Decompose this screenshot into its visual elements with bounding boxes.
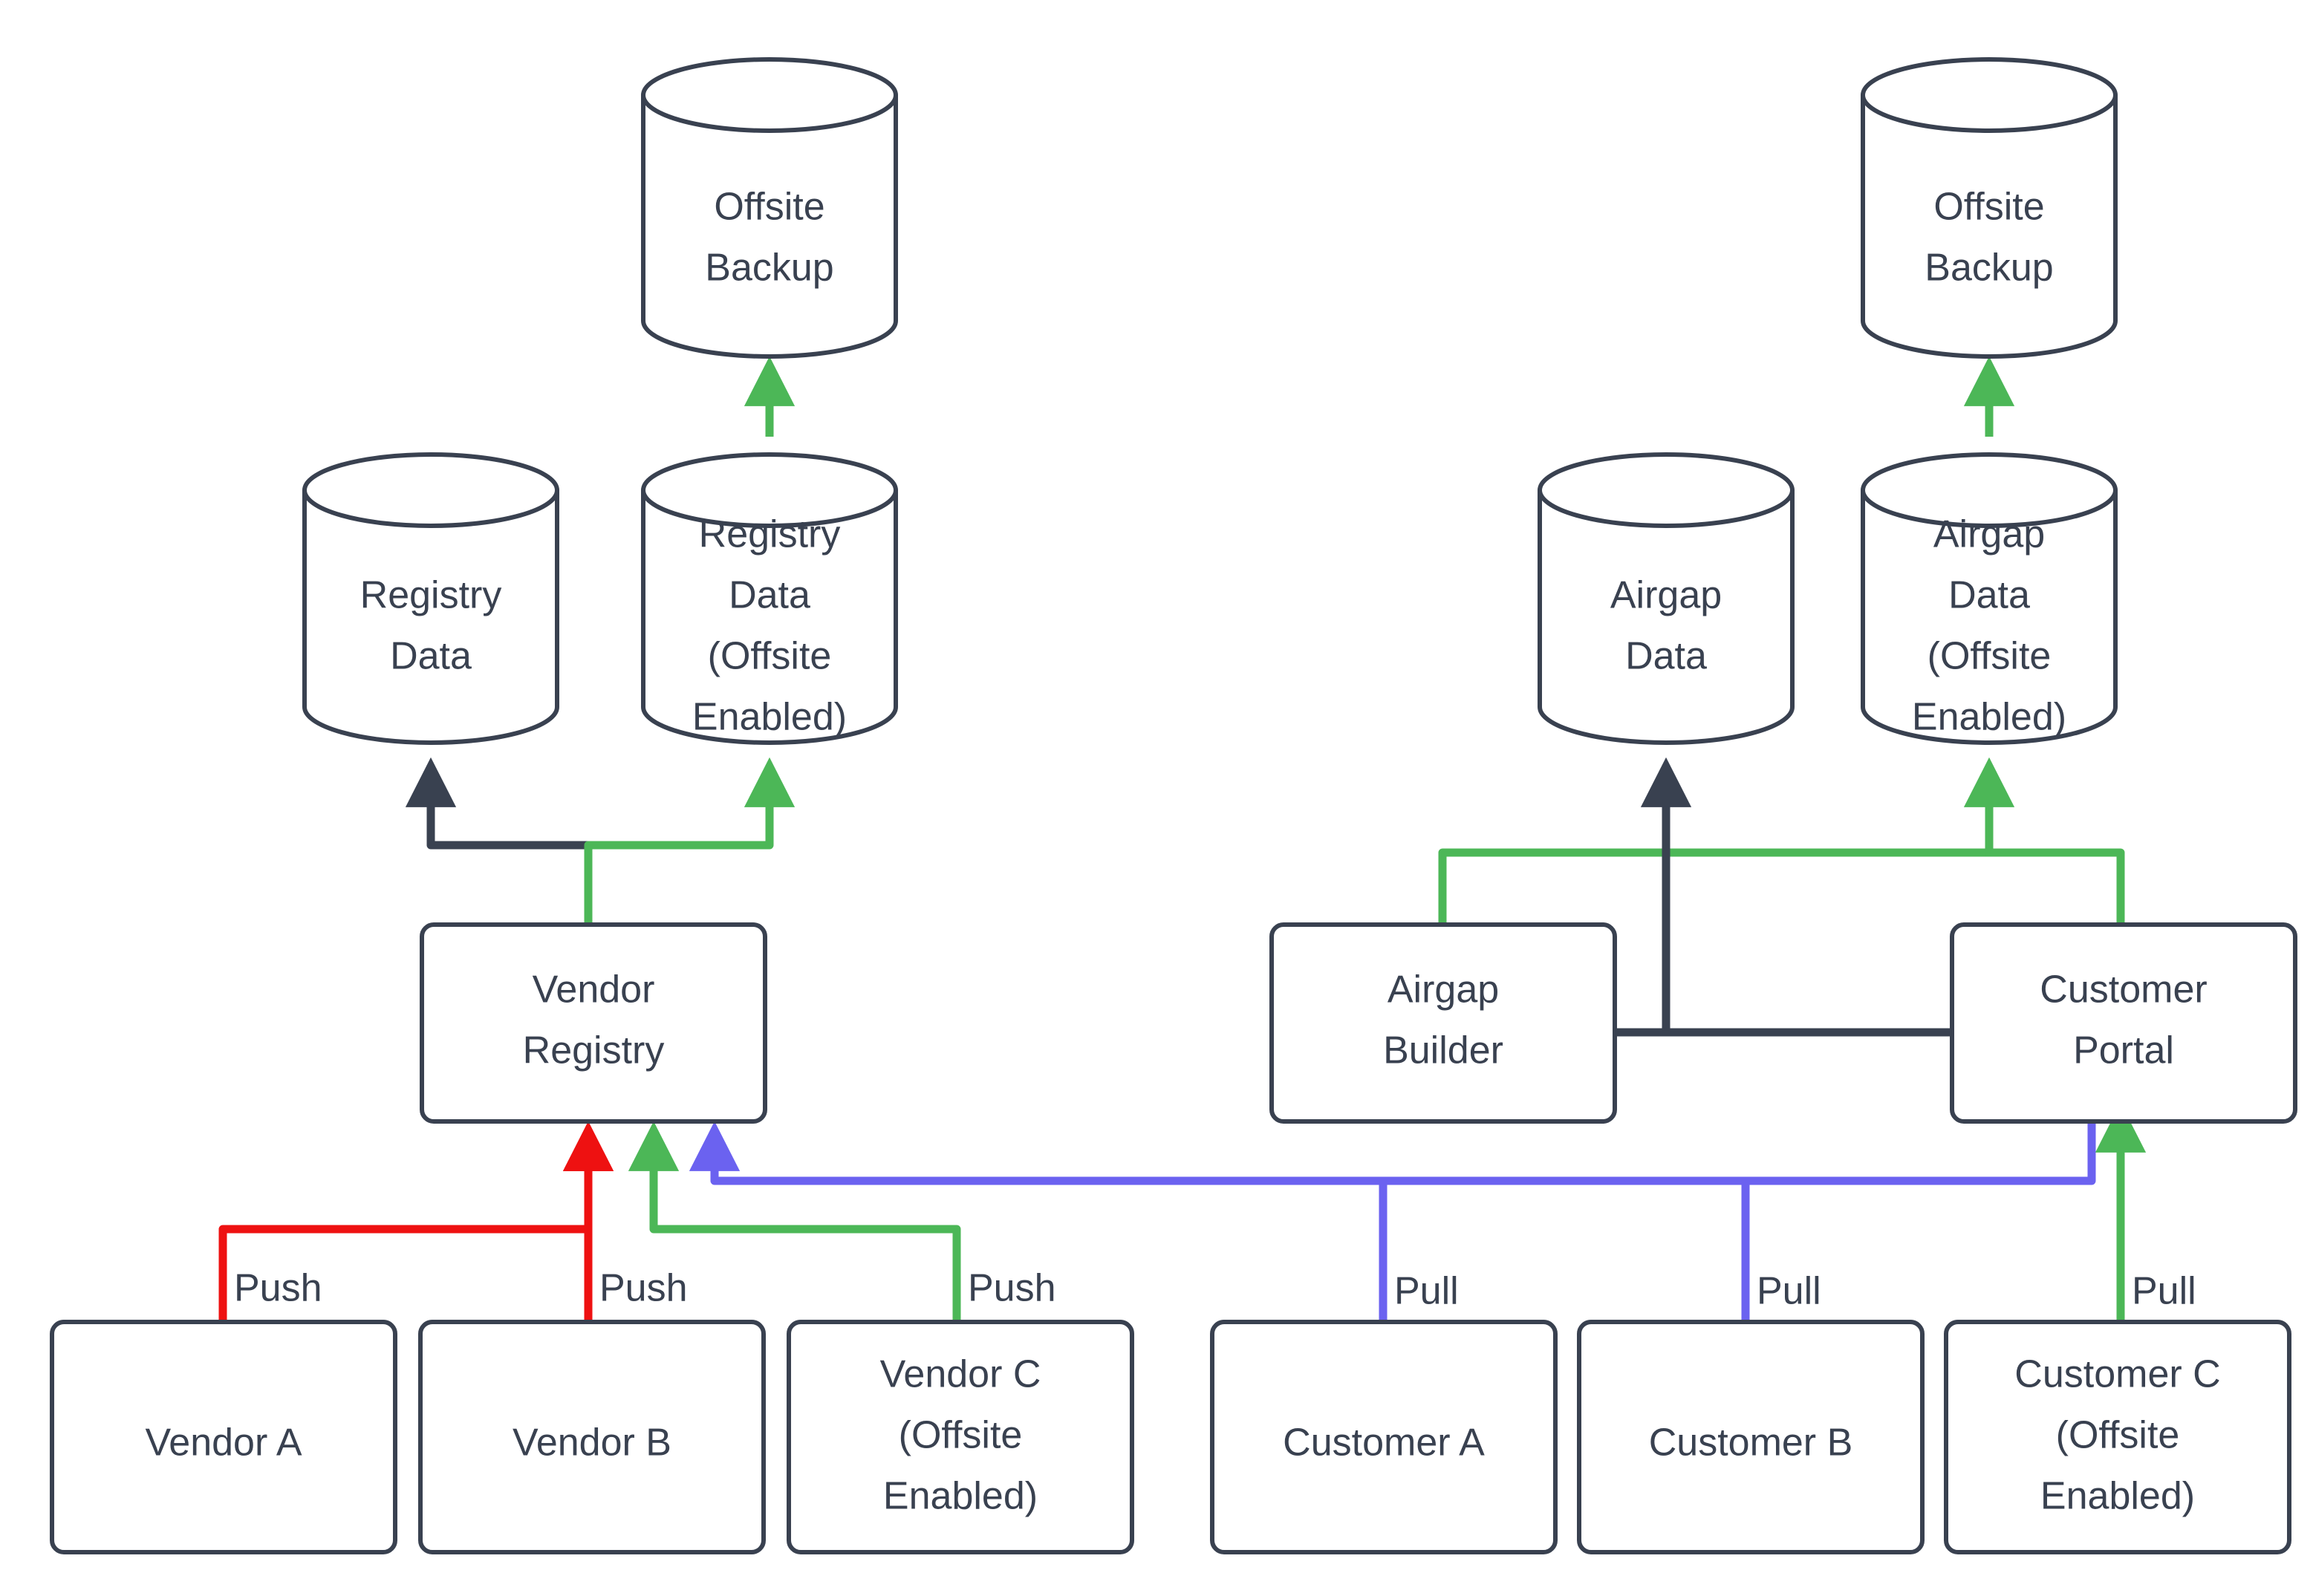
node-customer-portal[interactable]: Customer Portal [1950,922,2297,1124]
edge-label-customer-b-pull: Pull [1757,1270,1821,1313]
customer-b-label: Customer B [1649,1421,1853,1465]
offsite-backup-right-label-2: Backup [1925,247,2053,290]
edge-label-vendor-c-push: Push [968,1267,1056,1310]
edge-labels-layer: Push Push Push Pull Pull Pull [234,1267,2196,1313]
node-vendor-registry[interactable]: Vendor Registry [420,922,767,1124]
vendor-c-label-2: (Offsite [899,1414,1023,1457]
node-vendor-c[interactable]: Vendor C (Offsite Enabled) [787,1320,1134,1554]
registry-data-label-1: Registry [360,574,502,617]
customer-a-label: Customer A [1283,1421,1485,1465]
registry-data-offsite-label-1: Registry [699,513,841,556]
registry-data-label-2: Data [390,635,472,678]
customer-c-label-1: Customer C [2014,1353,2220,1396]
airgap-data-label-1: Airgap [1610,574,1722,617]
edge-vendor-registry-to-registry-data-offsite [584,757,796,925]
edge-customer-portal-to-airgap-data-offsite [1963,757,2125,925]
edge-vendor-registry-to-registry-data [405,757,588,850]
edge-label-vendor-b-push: Push [599,1267,688,1310]
edge-label-customer-c-pull: Pull [2132,1270,2196,1313]
vendor-c-label-3: Enabled) [883,1475,1038,1518]
registry-data-offsite-label-4: Enabled) [692,696,847,739]
registry-data-offsite-label-2: Data [729,574,810,617]
offsite-backup-left-label-2: Backup [705,247,833,290]
edges-layer [218,356,2147,1322]
edge-airgap-builder-to-airgap-data-offsite [1438,848,1989,925]
node-registry-data-offsite[interactable]: Registry Data (Offsite Enabled) [641,452,898,745]
node-airgap-builder[interactable]: Airgap Builder [1269,922,1617,1124]
edge-vendor-c-to-vendor-registry [628,1121,961,1322]
vendor-registry-label-1: Vendor [533,968,655,1012]
node-vendor-b[interactable]: Vendor B [418,1320,766,1554]
customer-portal-label-2: Portal [2073,1029,2174,1072]
node-customer-a[interactable]: Customer A [1210,1320,1558,1554]
edge-customer-portal-to-vendor-registry [689,1121,2096,1185]
node-registry-data[interactable]: Registry Data [302,452,559,745]
offsite-backup-right-label-1: Offsite [1933,186,2044,229]
node-customer-b[interactable]: Customer B [1577,1320,1925,1554]
airgap-builder-label-2: Builder [1383,1029,1503,1072]
node-airgap-data-offsite[interactable]: Airgap Data (Offsite Enabled) [1861,452,2118,745]
vendor-registry-label-2: Registry [523,1029,665,1072]
vendor-a-label: Vendor A [145,1421,302,1465]
airgap-data-label-2: Data [1625,635,1707,678]
node-offsite-backup-left[interactable]: Offsite Backup [641,57,898,359]
edge-label-customer-a-pull: Pull [1394,1270,1459,1313]
airgap-builder-label-1: Airgap [1388,968,1499,1012]
registry-data-offsite-label-3: (Offsite [708,635,832,678]
airgap-data-offsite-label-1: Airgap [1933,513,2045,556]
edge-customer-portal-to-airgap-data [1640,757,1953,1037]
node-vendor-a[interactable]: Vendor A [50,1320,397,1554]
offsite-backup-left-label-1: Offsite [714,186,824,229]
airgap-data-offsite-label-2: Data [1948,574,2030,617]
customer-portal-label-1: Customer [2040,968,2207,1012]
vendor-c-label-1: Vendor C [880,1353,1041,1396]
edge-label-vendor-a-push: Push [234,1267,322,1310]
airgap-data-offsite-label-3: (Offsite [1928,635,2052,678]
vendor-b-label: Vendor B [513,1421,671,1465]
customer-c-label-3: Enabled) [2040,1475,2195,1518]
node-offsite-backup-right[interactable]: Offsite Backup [1861,57,2118,359]
airgap-data-offsite-label-4: Enabled) [1912,696,2066,739]
node-customer-c[interactable]: Customer C (Offsite Enabled) [1944,1320,2291,1554]
node-airgap-data[interactable]: Airgap Data [1538,452,1795,745]
customer-c-label-2: (Offsite [2056,1414,2180,1457]
